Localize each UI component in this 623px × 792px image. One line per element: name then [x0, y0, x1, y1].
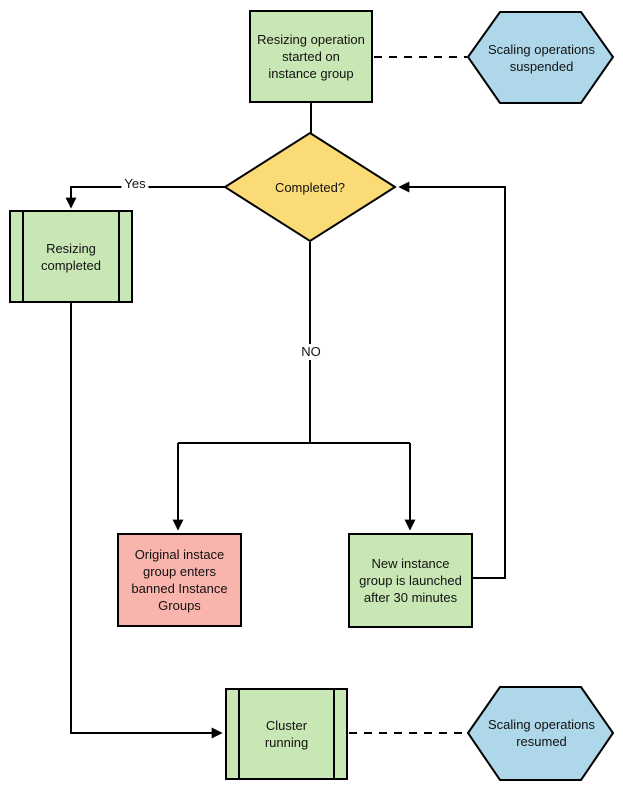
predefined-process-right-bar [118, 212, 120, 301]
node-label: Cluster running [265, 717, 308, 751]
node-label-line: Resizing [46, 240, 96, 256]
node-label-line: completed [41, 257, 101, 273]
node-label: Completed? [275, 179, 345, 196]
node-label-line: resumed [516, 733, 567, 749]
node-scaling-operations-suspended: Scaling operations suspended [470, 14, 613, 101]
node-cluster-running: Cluster running [225, 688, 348, 780]
node-label-line: Original instace [134, 547, 225, 562]
node-label-line: Groups [158, 598, 201, 613]
node-label: Scaling operations suspended [488, 41, 595, 75]
edge-resizing-completed-to-cluster [70, 303, 223, 739]
hexagon-scaling-resumed-shape [466, 686, 615, 781]
node-label: New instance group is launched after 30 … [359, 555, 462, 606]
node-scaling-operations-resumed: Scaling operations resumed [470, 689, 613, 776]
predefined-process-right-bar [333, 690, 335, 778]
node-label: Resizing operation started on instance g… [257, 31, 365, 82]
predefined-process-left-bar [22, 212, 24, 301]
node-label-line: Scaling operations [488, 41, 595, 57]
node-label: Original instace group enters banned Ins… [131, 546, 227, 614]
node-banned-instance-group: Original instace group enters banned Ins… [117, 533, 242, 627]
node-label-line: Resizing operation [257, 32, 365, 47]
decision-diamond-shape [223, 131, 397, 243]
hexagon-scaling-suspended-shape [466, 11, 615, 104]
predefined-process-left-bar [238, 690, 240, 778]
node-label-line: running [264, 735, 309, 750]
node-label-line: after 30 minutes [363, 590, 458, 605]
node-new-instance-group: New instance group is launched after 30 … [348, 533, 473, 628]
node-label: Resizing completed [41, 240, 101, 274]
node-label-line: instance group [268, 66, 354, 81]
node-label-line: group is launched [359, 573, 462, 588]
node-label-line: group enters [142, 564, 216, 579]
edge-label-no: NO [298, 344, 324, 360]
node-completed-decision: Completed? [240, 160, 380, 215]
node-label-line: banned Instance [131, 581, 228, 596]
node-resizing-operation-started: Resizing operation started on instance g… [249, 10, 373, 103]
node-label-line: Cluster [265, 718, 308, 733]
node-label-line: Scaling operations [488, 716, 595, 732]
node-label-line: started on [282, 49, 340, 64]
node-resizing-completed: Resizing completed [9, 210, 133, 303]
node-label-line: suspended [509, 58, 574, 74]
edge-yes-branch [65, 186, 226, 209]
node-label-line: New instance [371, 556, 450, 571]
edge-new-group-loop-to-decision [398, 181, 506, 579]
node-label: Scaling operations resumed [488, 716, 595, 750]
node-label-line: Completed? [274, 180, 346, 195]
edge-label-yes: Yes [121, 176, 149, 192]
